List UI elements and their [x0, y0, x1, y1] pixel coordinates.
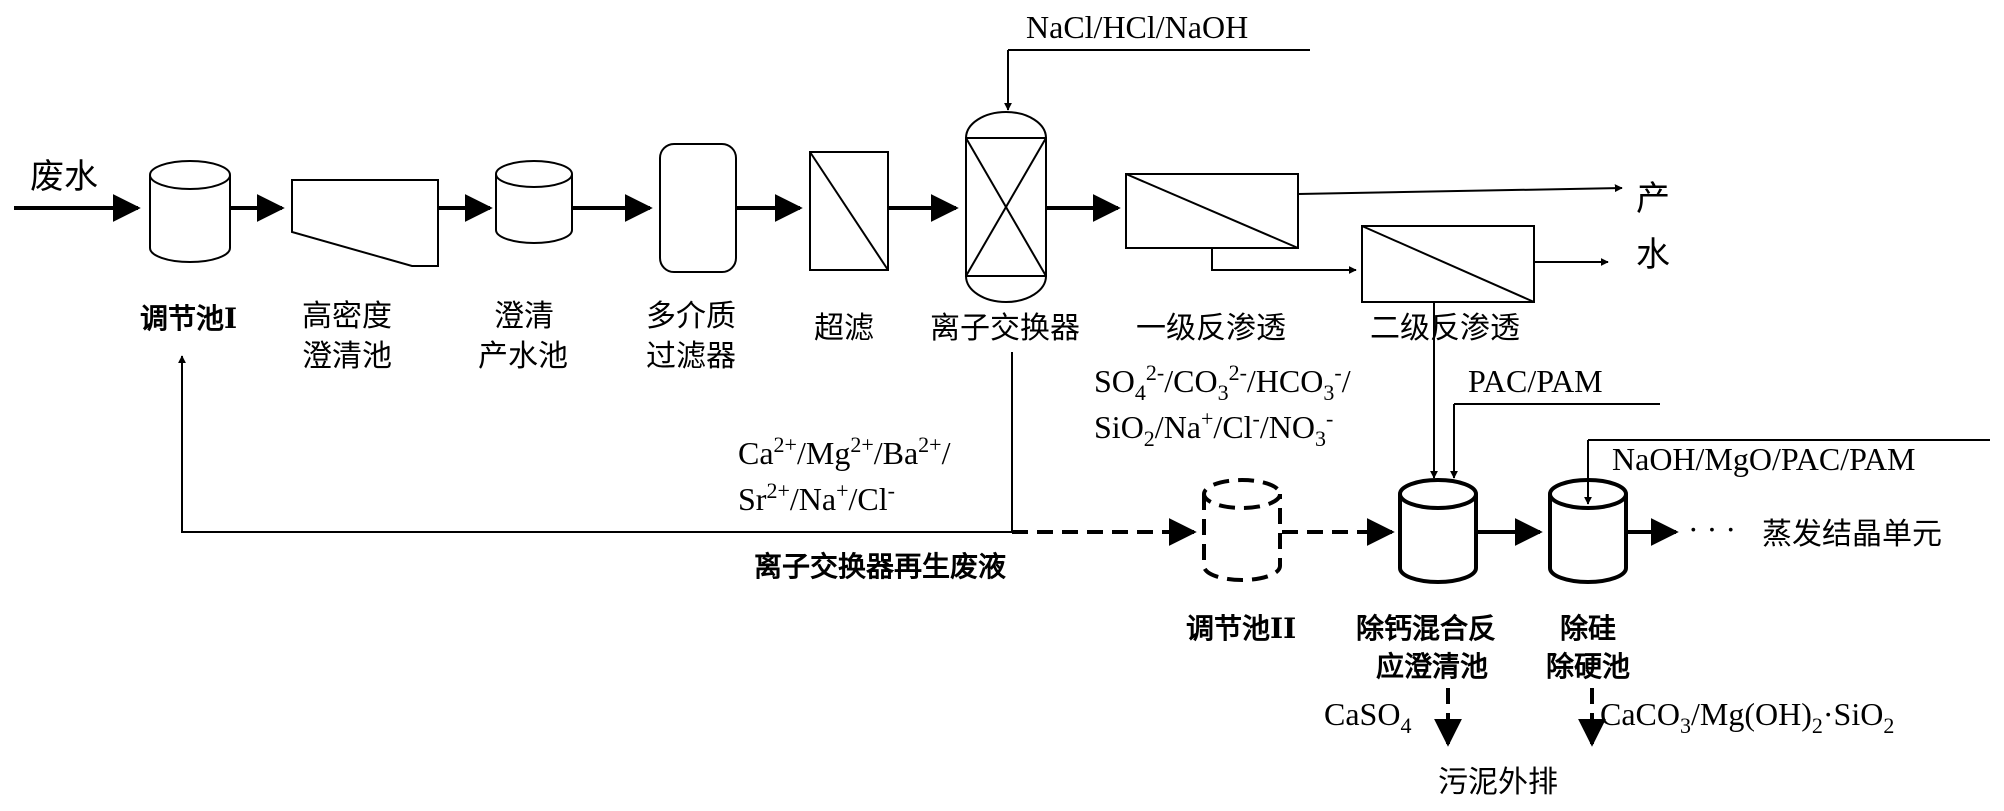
- clear-water-tank: [495, 160, 573, 244]
- product-water-label-1: 产: [1636, 179, 1670, 219]
- hds-label-line2: 澄清池: [302, 339, 392, 374]
- mmf-label-line1: 多介质: [646, 299, 736, 334]
- si-removal-label-line2: 除硬池: [1546, 650, 1630, 683]
- ix-ions-line2: Sr2+/Na+/Cl-: [738, 478, 895, 517]
- ro2-label: 二级反渗透: [1370, 311, 1520, 346]
- hds-label-line1: 高密度: [302, 299, 392, 334]
- second-stage-ro: [1361, 225, 1535, 303]
- ro-ions-line1: SO42-/CO32-/HCO3-/: [1094, 360, 1351, 405]
- uf-label: 超滤: [814, 311, 874, 346]
- regulating-tank-1: [149, 160, 231, 263]
- ro1-label: 一级反渗透: [1136, 311, 1286, 346]
- regen-reagents-label: NaCl/HCl/NaOH: [1026, 9, 1248, 45]
- clear-tank-label-line2: 产水池: [478, 339, 568, 374]
- ultrafiltration-unit: [809, 151, 889, 271]
- product-water-label-2: 水: [1636, 235, 1670, 275]
- sludge-discharge-label: 污泥外排: [1438, 765, 1558, 800]
- ca-removal-label-line2: 应澄清池: [1376, 650, 1488, 683]
- ix-ions-line1: Ca2+/Mg2+/Ba2+/: [738, 432, 951, 471]
- ro1-concentrate-arrow: [1211, 248, 1357, 274]
- ix-label: 离子交换器: [930, 311, 1080, 346]
- regen-return-arrow: [178, 355, 1012, 533]
- caso4-label: CaSO4: [1324, 696, 1411, 738]
- pac-pam-label: PAC/PAM: [1468, 363, 1603, 399]
- evaporation-ellipsis: · · ·: [1688, 511, 1736, 547]
- regulating-tank-2-label: 调节池II: [1186, 612, 1296, 645]
- regulating-tank-1-label: 调节池I: [140, 302, 237, 335]
- multimedia-filter: [659, 143, 737, 273]
- waste-water-label: 废水: [30, 157, 98, 197]
- ca-removal-label-line1: 除钙混合反: [1356, 612, 1496, 645]
- calcium-removal-clarifier: [1398, 478, 1478, 584]
- precipitate-label: CaCO3/Mg(OH)2·SiO2: [1600, 696, 1894, 738]
- mmf-label-line2: 过滤器: [646, 339, 736, 374]
- si-removal-label-line1: 除硅: [1560, 612, 1616, 645]
- softening-reagents-label: NaOH/MgO/PAC/PAM: [1612, 441, 1916, 477]
- ro-ions-line2: SiO2/Na+/Cl-/NO3-: [1094, 406, 1333, 451]
- regen-waste-label: 离子交换器再生废液: [754, 550, 1006, 583]
- high-density-clarifier: [291, 179, 439, 267]
- ro1-permeate-arrow: [1297, 184, 1623, 195]
- evaporation-unit-label: 蒸发结晶单元: [1762, 517, 1942, 552]
- first-stage-ro: [1125, 173, 1299, 249]
- ion-exchanger: [965, 111, 1047, 303]
- clear-tank-label-line1: 澄清: [494, 299, 554, 334]
- regulating-tank-2: [1202, 478, 1282, 582]
